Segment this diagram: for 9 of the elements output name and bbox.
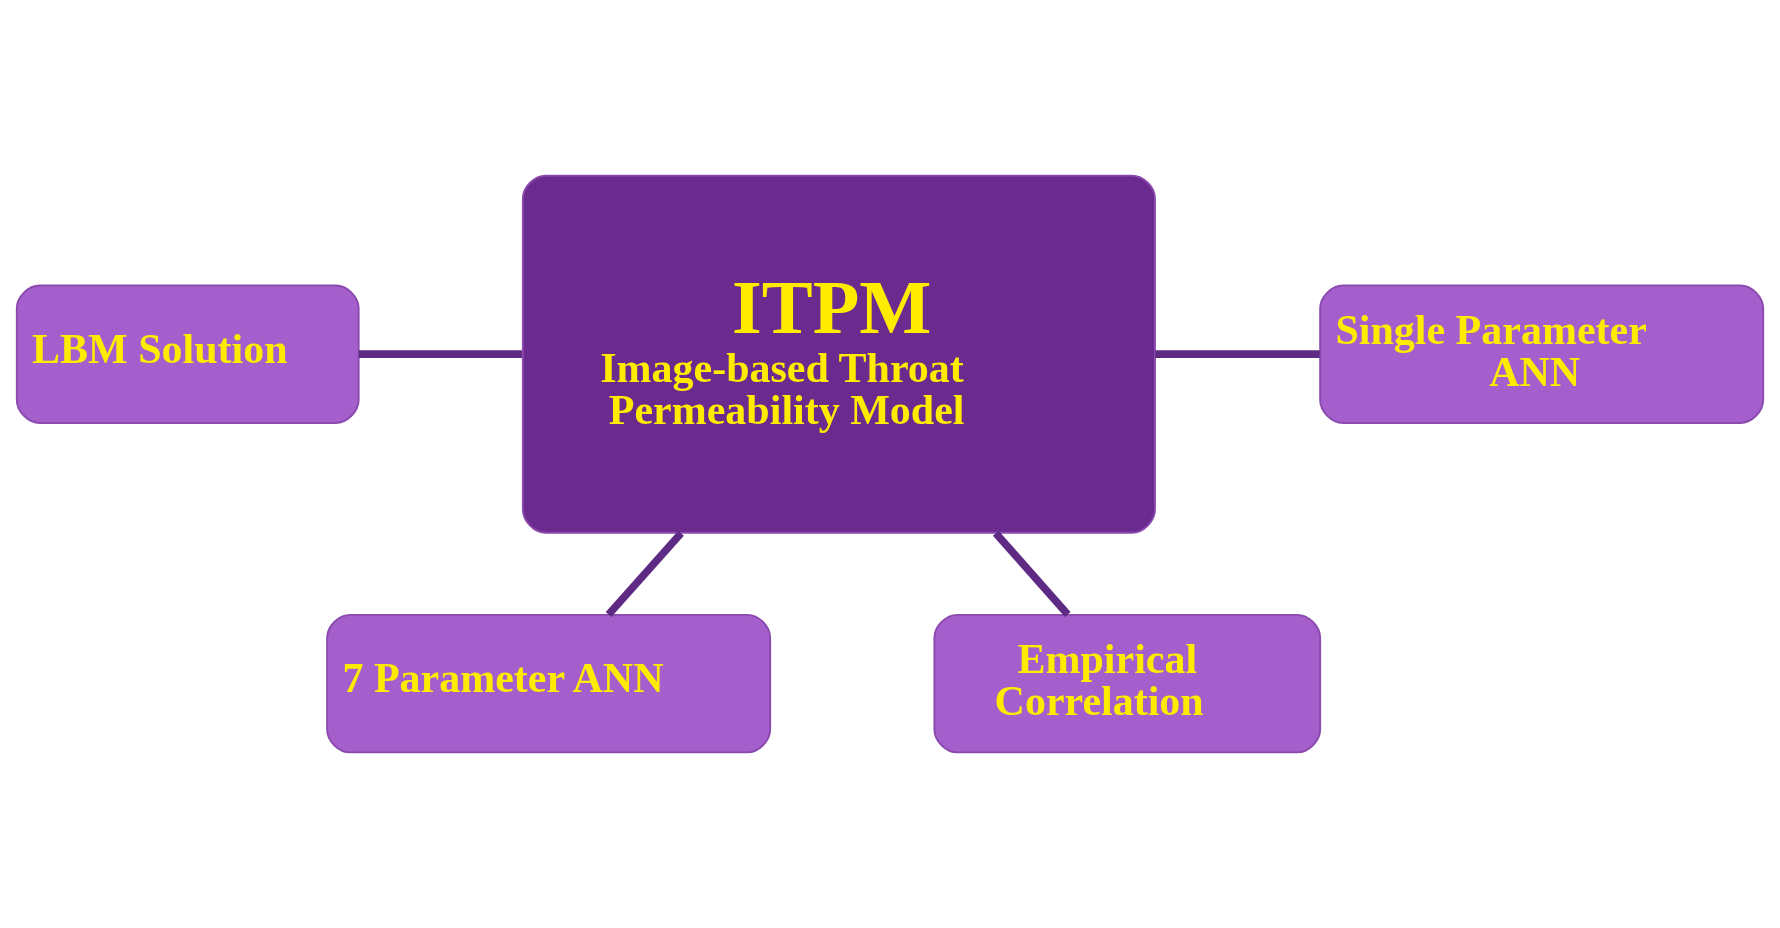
connector: [358, 350, 522, 358]
node-box: ITPM Image-based Throat Permeability Model: [521, 174, 1156, 534]
connector: [992, 530, 1071, 617]
node-box: 7 Parameter ANN: [326, 613, 772, 754]
connector: [605, 530, 684, 618]
node-box: Empirical Correlation: [933, 613, 1322, 754]
connector: [1155, 350, 1320, 358]
node-box: LBM Solution: [15, 284, 360, 424]
node-box: Single Parameter ANN: [1319, 284, 1765, 424]
